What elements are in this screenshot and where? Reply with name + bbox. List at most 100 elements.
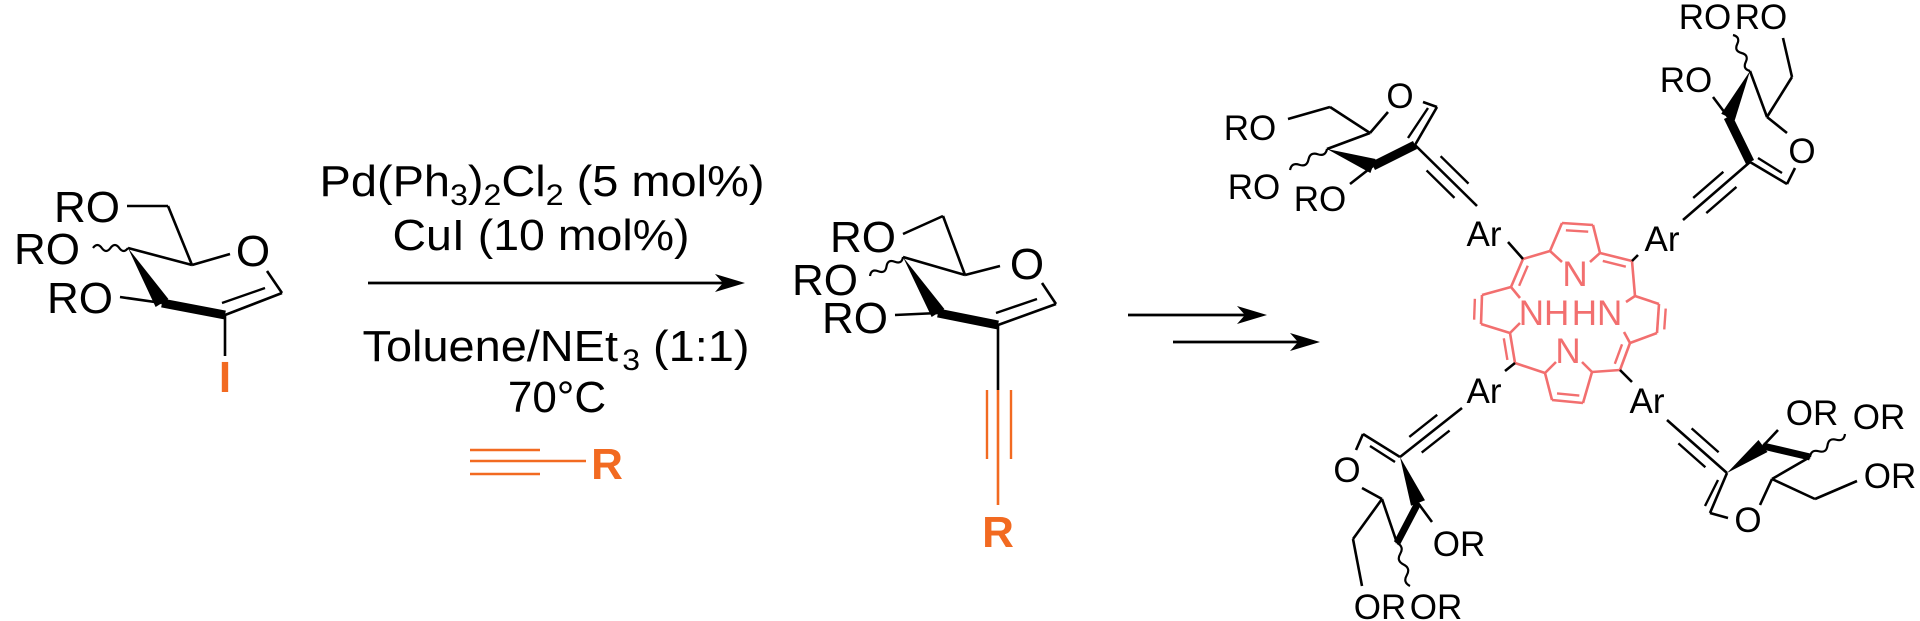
single-bond	[1785, 167, 1797, 185]
porphyrin-bond	[1509, 258, 1525, 288]
single-bond	[902, 214, 944, 236]
bold-bond	[1723, 115, 1755, 164]
ro-label: RO	[822, 294, 888, 343]
porphyrin-bond	[1508, 332, 1517, 364]
porphyrin-bond	[1625, 294, 1636, 304]
double-bond-inner-line	[1502, 338, 1509, 361]
ro-label: RO	[830, 213, 896, 262]
wedge-bond	[1327, 149, 1376, 174]
single-bond	[1814, 479, 1858, 501]
porphyrin-bond	[1561, 221, 1594, 227]
ro-label: RO	[792, 256, 858, 305]
ro-label: RO	[1679, 0, 1732, 37]
or-label: OR	[1853, 398, 1906, 437]
porphyrin-nh-label: NH	[1519, 294, 1570, 333]
or-label: OR	[1786, 394, 1839, 433]
bold-bond	[1370, 140, 1418, 171]
porphyrin-bond	[1551, 398, 1584, 405]
ro-label: RO	[14, 225, 80, 274]
double-bond-inner-line	[1407, 107, 1429, 139]
porphyrin-bond	[1479, 294, 1484, 325]
ro-label: RO	[1735, 0, 1788, 37]
porphyrin-bond	[1522, 249, 1551, 261]
wavy-bond	[1732, 33, 1751, 73]
single-bond	[1362, 432, 1401, 459]
porphyrin-bond	[1630, 260, 1637, 297]
triple-bond	[1677, 442, 1707, 469]
double-bond-inner-line	[1703, 479, 1720, 507]
bond-layer	[92, 33, 1858, 587]
single-bond	[265, 270, 284, 294]
double-bond-inner-line	[1565, 229, 1589, 233]
single-bond	[1771, 477, 1816, 501]
single-bond	[1354, 433, 1365, 451]
porphyrin-n-label: N	[1555, 332, 1580, 371]
single-bond	[1507, 241, 1524, 260]
single-bond	[1619, 369, 1633, 383]
bold-bond	[937, 308, 999, 330]
starting-material-iodoglycal: RO RO RO O I	[14, 183, 270, 402]
ro-label: RO	[47, 274, 113, 323]
single-bond	[127, 246, 193, 267]
cocatalyst-text: CuI (10 mol%)	[393, 211, 690, 260]
porphyrin-bond	[1543, 372, 1554, 401]
single-bond	[1766, 115, 1788, 135]
aryl-label: Ar	[1630, 382, 1665, 421]
ring-oxygen-label: O	[1734, 501, 1761, 540]
wedge-bond	[903, 257, 945, 317]
ro-label: RO	[54, 183, 120, 232]
porphyrin-bond	[1581, 371, 1594, 404]
or-label: OR	[1864, 457, 1917, 496]
single-bond	[1765, 76, 1794, 118]
wavy-bond	[1396, 542, 1411, 587]
bold-bond	[1762, 442, 1811, 461]
double-bond-inner-line	[1472, 298, 1477, 320]
aryl-label: Ar	[1467, 215, 1502, 254]
triple-bond	[1692, 170, 1725, 199]
single-bond	[224, 291, 283, 317]
alkynyl-glycal-intermediate: RO RO RO O R	[792, 213, 1044, 557]
porphyrin-bond	[1591, 368, 1621, 374]
bold-bond	[161, 298, 226, 320]
porphyrin-bond	[1581, 361, 1593, 373]
bold-bond	[1393, 501, 1422, 545]
r-substituent-label: R	[982, 508, 1014, 557]
porphyrin-bond	[1622, 331, 1632, 344]
single-bond	[964, 264, 1001, 277]
porphyrin-bond	[1655, 303, 1661, 334]
triple-bond	[1414, 144, 1478, 207]
ro-label: RO	[1224, 109, 1277, 148]
or-label: OR	[1433, 525, 1486, 564]
single-bond	[166, 205, 194, 266]
temperature-text: 70°C	[508, 373, 606, 422]
porphyrin-product: Ar Ar Ar Ar N NH HN N RO RO RO O RO RO R…	[1224, 0, 1917, 621]
porphyrin-bond	[1618, 342, 1632, 371]
single-bond	[1422, 100, 1438, 109]
wavy-bond	[1808, 433, 1847, 458]
triple-bond	[1420, 429, 1451, 454]
porphyrin-bond	[1599, 251, 1633, 263]
porphyrin-bond	[1589, 252, 1601, 263]
single-bond	[1326, 131, 1371, 151]
ro-label: RO	[1294, 180, 1347, 219]
single-bond	[941, 215, 967, 276]
porphyrin-bond	[1548, 222, 1564, 252]
double-bond-inner-line	[995, 297, 1038, 315]
porphyrin-n-label: N	[1562, 255, 1587, 294]
single-bond	[1040, 282, 1058, 305]
ro-label: RO	[1660, 61, 1713, 100]
wedge-bond	[1400, 457, 1425, 506]
single-bond	[1781, 37, 1794, 78]
triple-bond	[1439, 155, 1470, 185]
single-bond	[1748, 70, 1769, 118]
double-bond-inner-line	[1602, 259, 1627, 268]
single-bond	[1709, 511, 1729, 520]
single-bond	[902, 255, 966, 277]
single-bond	[1416, 502, 1434, 523]
double-bond-inner-line	[221, 286, 266, 305]
triple-bond	[1399, 406, 1463, 459]
or-label: OR	[1410, 588, 1463, 621]
